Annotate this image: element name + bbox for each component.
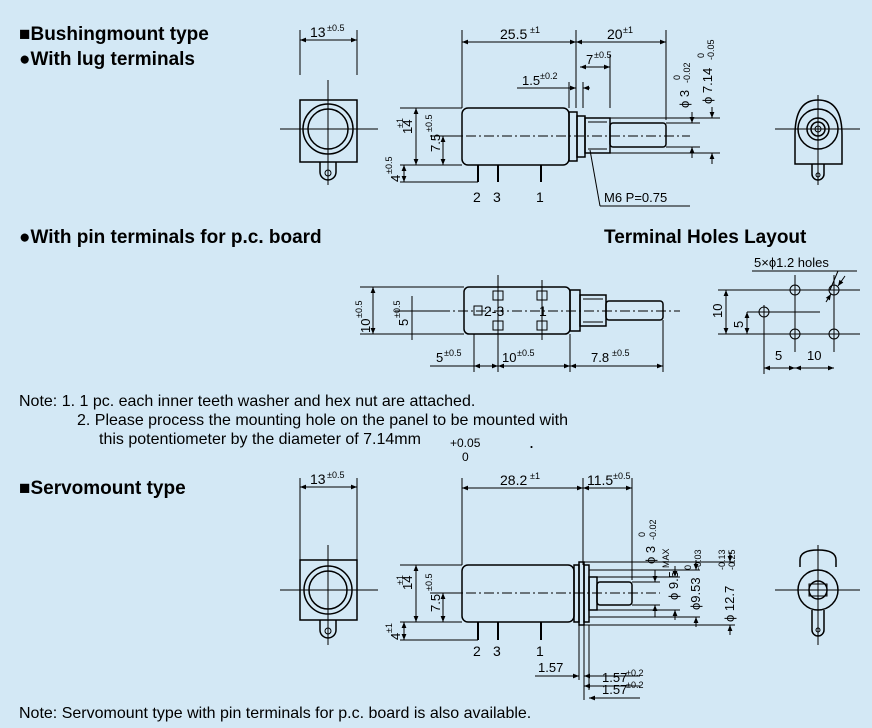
svg-text:±0.5: ±0.5 — [613, 471, 630, 481]
dim-b5: 5 — [436, 350, 443, 365]
svg-text:-0.03: -0.03 — [693, 549, 703, 570]
dim-s1-57b: 1.57 — [602, 670, 627, 685]
svg-text:0: 0 — [672, 75, 682, 80]
dim-25-5: 25.5 — [500, 26, 527, 42]
dim-7: 7 — [586, 52, 593, 67]
note-line-2: 2. Please process the mounting hole on t… — [77, 412, 568, 429]
servo-front-view — [280, 478, 378, 645]
pin-label-2: 2 — [473, 189, 481, 205]
servo-side-view — [400, 478, 735, 701]
dim-14: 14 — [400, 120, 415, 134]
dim-7-5: 7.5 — [428, 134, 443, 152]
servo-pin-label-2: 2 — [473, 643, 481, 659]
dim-hb5: 5 — [775, 348, 782, 363]
svg-text:-0.25: -0.25 — [727, 549, 737, 570]
svg-text:±0.5: ±0.5 — [327, 470, 344, 480]
servo-pin-label-3: 3 — [493, 643, 501, 659]
pin-label-1b: 1 — [539, 303, 547, 319]
svg-text:-0.02: -0.02 — [648, 519, 658, 540]
servo-pin-label-1: 1 — [536, 643, 544, 659]
dim-28-2: 28.2 — [500, 472, 527, 488]
svg-text:0: 0 — [696, 53, 706, 58]
svg-text:±0.5: ±0.5 — [392, 301, 402, 318]
svg-text:±0.5: ±0.5 — [424, 574, 434, 591]
note-line-1: Note: 1. 1 pc. each inner teeth washer a… — [19, 393, 476, 410]
svg-text:0: 0 — [683, 565, 693, 570]
svg-text:±1: ±1 — [623, 25, 633, 35]
dim-s7-5: 7.5 — [428, 594, 443, 612]
note-line-3: this potentiometer by the diameter of 7.… — [99, 431, 421, 448]
dim-s1-57c: 1.57 — [602, 682, 627, 697]
svg-text:±1: ±1 — [384, 623, 394, 633]
svg-text:±0.5: ±0.5 — [444, 348, 461, 358]
dim-11-5: 11.5 — [587, 472, 613, 488]
thread-label: M6 P=0.75 — [604, 190, 667, 205]
dim-phi3: ϕ 3 — [677, 90, 692, 108]
svg-text:±0.5: ±0.5 — [612, 348, 629, 358]
bushing-rear-view — [775, 95, 860, 185]
dim-13-servo: 13 — [310, 471, 326, 487]
dim-s1-57a: 1.57 — [538, 660, 563, 675]
holes-label: 5×ϕ1.2 holes — [754, 255, 829, 270]
servomount-heading: ■Servomount type — [19, 478, 186, 499]
pin-terminal-view — [360, 275, 680, 372]
dim-b7-8: 7.8 — [591, 350, 609, 365]
dim-s4: 4 — [388, 633, 403, 640]
lug-terminals-heading: ●With lug terminals — [19, 49, 195, 70]
svg-text:MAX: MAX — [661, 548, 671, 568]
note-tol-lower: 0 — [462, 450, 469, 464]
dim-hb10: 10 — [807, 348, 821, 363]
dim-s-phi9-53: ϕ9.53 — [688, 577, 703, 610]
dim-p5: 5 — [396, 319, 411, 326]
svg-text:±0.2: ±0.2 — [540, 71, 557, 81]
dim-p10: 10 — [358, 319, 373, 333]
svg-text:±1: ±1 — [395, 118, 405, 128]
svg-text:±0.2: ±0.2 — [626, 680, 643, 690]
servo-rear-view — [775, 545, 860, 645]
svg-text:±1: ±1 — [530, 471, 540, 481]
dim-phi7-14: ϕ 7.14 — [700, 68, 715, 104]
bushing-side-view — [400, 30, 720, 207]
svg-text:±0.5: ±0.5 — [424, 115, 434, 132]
svg-text:±0.5: ±0.5 — [594, 50, 611, 60]
dim-s-phi12-7: ϕ 12.7 — [722, 586, 737, 622]
note-period: . — [529, 432, 535, 452]
dim-20: 20 — [607, 26, 623, 42]
note-servo: Note: Servomount type with pin terminals… — [19, 705, 532, 722]
dim-4: 4 — [388, 175, 403, 182]
dim-hl10: 10 — [710, 304, 725, 318]
note-tol-upper: +0.05 — [450, 436, 481, 450]
svg-text:-0.05: -0.05 — [706, 39, 716, 60]
svg-text:±1: ±1 — [530, 25, 540, 35]
pin-label-1: 1 — [536, 189, 544, 205]
pin-label-2-3: 2-3 — [484, 303, 504, 319]
svg-text:±0.5: ±0.5 — [384, 157, 394, 174]
svg-text:0: 0 — [637, 532, 647, 537]
svg-text:-0.13: -0.13 — [717, 549, 727, 570]
dim-s-phi9-5: ϕ 9.5 — [666, 571, 681, 600]
svg-text:±0.2: ±0.2 — [626, 668, 643, 678]
pin-label-3: 3 — [493, 189, 501, 205]
svg-text:-0.02: -0.02 — [682, 62, 692, 83]
dim-hl5: 5 — [731, 321, 746, 328]
dim-b10: 10 — [502, 350, 516, 365]
dim-s14: 14 — [400, 576, 415, 590]
svg-text:±1: ±1 — [395, 575, 405, 585]
svg-text:±0.5: ±0.5 — [517, 348, 534, 358]
svg-text:±0.5: ±0.5 — [354, 301, 364, 318]
svg-text:±0.5: ±0.5 — [327, 23, 344, 33]
bushing-front-view — [280, 30, 378, 185]
bushingmount-heading: ■Bushingmount type — [19, 24, 209, 45]
dim-s-phi3: ϕ 3 — [643, 546, 658, 564]
pin-terminals-heading: ●With pin terminals for p.c. board — [19, 227, 322, 248]
terminal-holes-heading: Terminal Holes Layout — [604, 227, 807, 248]
dim-13-bushing: 13 — [310, 24, 326, 40]
terminal-holes-diagram — [718, 270, 860, 374]
dim-1-5: 1.5 — [522, 73, 540, 88]
